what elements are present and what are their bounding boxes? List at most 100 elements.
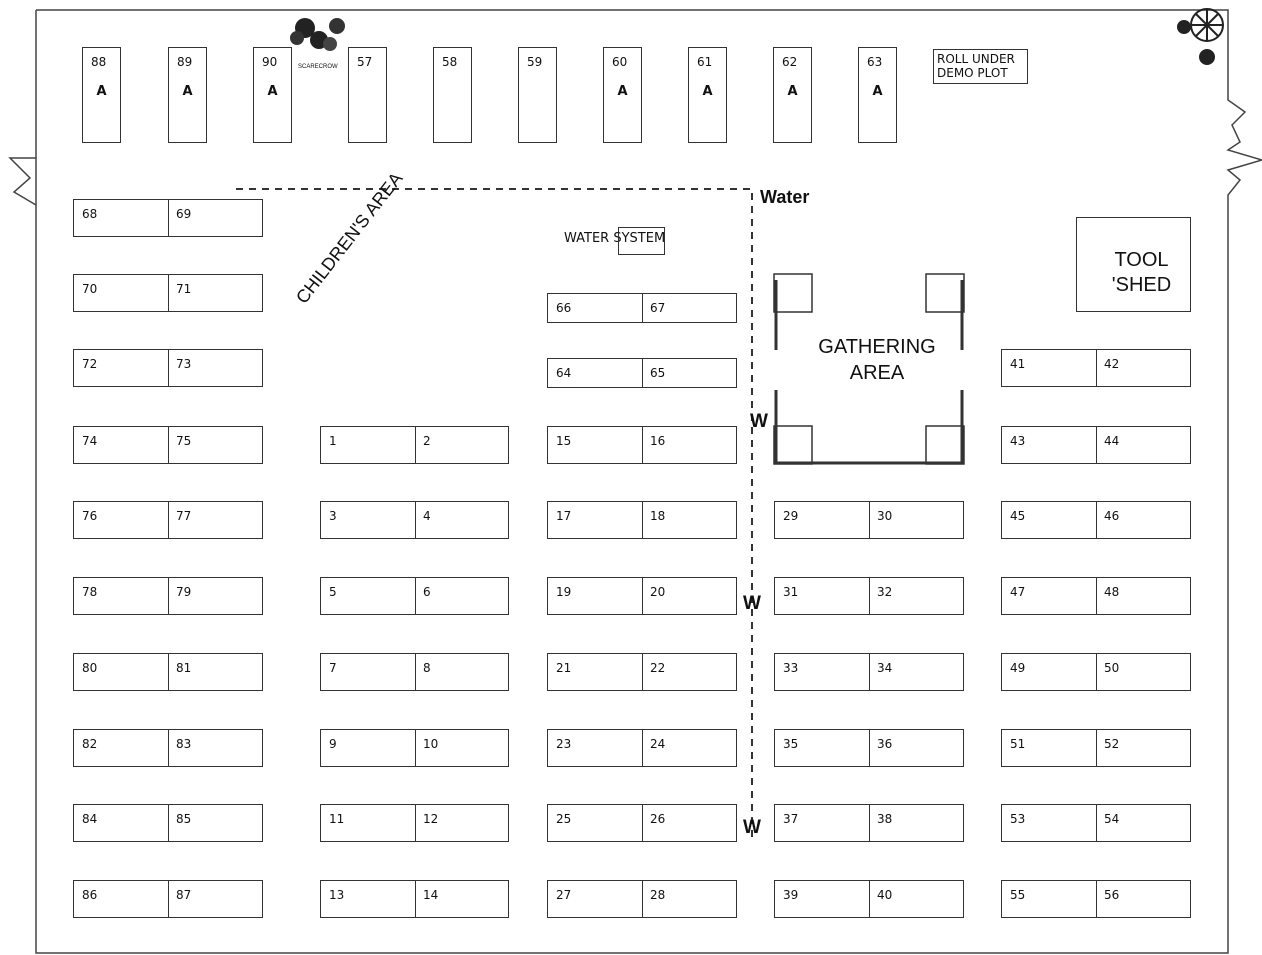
plot-number: 82 (82, 737, 98, 751)
plot-number: 75 (176, 434, 192, 448)
plot-number: 74 (82, 434, 98, 448)
plot-number: 30 (877, 509, 893, 523)
water-system-box[interactable] (618, 227, 665, 255)
tool-shed[interactable]: TOOL 'SHED (1076, 217, 1191, 312)
plot-number: 32 (877, 585, 893, 599)
plot-number: 31 (783, 585, 799, 599)
garden-plot-pair[interactable]: 78 79 (73, 577, 263, 615)
plot-number: 17 (556, 509, 572, 523)
plot-number: 47 (1010, 585, 1026, 599)
plot-number: 46 (1104, 509, 1120, 523)
garden-plot-pair[interactable]: 84 85 (73, 804, 263, 842)
plot-number: 34 (877, 661, 893, 675)
plot-number: 9 (329, 737, 337, 751)
plot-number: 78 (82, 585, 98, 599)
plot-number: 4 (423, 509, 431, 523)
plot-number: 70 (82, 282, 98, 296)
plot-number: 73 (176, 357, 192, 371)
plot-number: 21 (556, 661, 572, 675)
plot-number: 84 (82, 812, 98, 826)
plot-number: 13 (329, 888, 345, 902)
plot-number: 42 (1104, 357, 1120, 371)
plot-mark: A (787, 84, 798, 99)
plot-number: 59 (527, 55, 543, 69)
plot-number: 12 (423, 812, 439, 826)
plot-number: 36 (877, 737, 893, 751)
plot-divider (168, 654, 169, 690)
plot-number: 62 (782, 55, 798, 69)
scarecrow-label: SCARECROW (298, 64, 338, 70)
plot-divider (168, 427, 169, 463)
garden-plot-pair[interactable]: 9 10 (320, 729, 509, 767)
plot-divider (415, 427, 416, 463)
plot-divider (1096, 427, 1097, 463)
plot-divider (869, 730, 870, 766)
plot-number: 89 (177, 55, 193, 69)
plot-number: 85 (176, 812, 192, 826)
plot-divider (642, 881, 643, 917)
plot-divider (642, 294, 643, 322)
gathering-area-label: GATHERING AREA (812, 334, 942, 386)
plot-divider (869, 654, 870, 690)
plot-number: 79 (176, 585, 192, 599)
garden-plot-57[interactable]: 57 (348, 47, 387, 143)
garden-plot-59[interactable]: 59 (518, 47, 557, 143)
plot-number: 3 (329, 509, 337, 523)
tree-icon (290, 18, 345, 51)
plot-number: 10 (423, 737, 439, 751)
plot-number: 53 (1010, 812, 1026, 826)
demo-plot[interactable]: ROLL UNDER DEMO PLOT (933, 49, 1028, 84)
garden-plot-58[interactable]: 58 (433, 47, 472, 143)
plot-number: 40 (877, 888, 893, 902)
garden-plot-pair[interactable]: 74 75 (73, 426, 263, 464)
plot-number: 16 (650, 434, 666, 448)
plot-mark: A (617, 84, 628, 99)
plot-divider (642, 359, 643, 387)
plot-number: 87 (176, 888, 192, 902)
plot-divider (168, 502, 169, 538)
garden-plot-pair[interactable]: 31 32 (774, 577, 964, 615)
